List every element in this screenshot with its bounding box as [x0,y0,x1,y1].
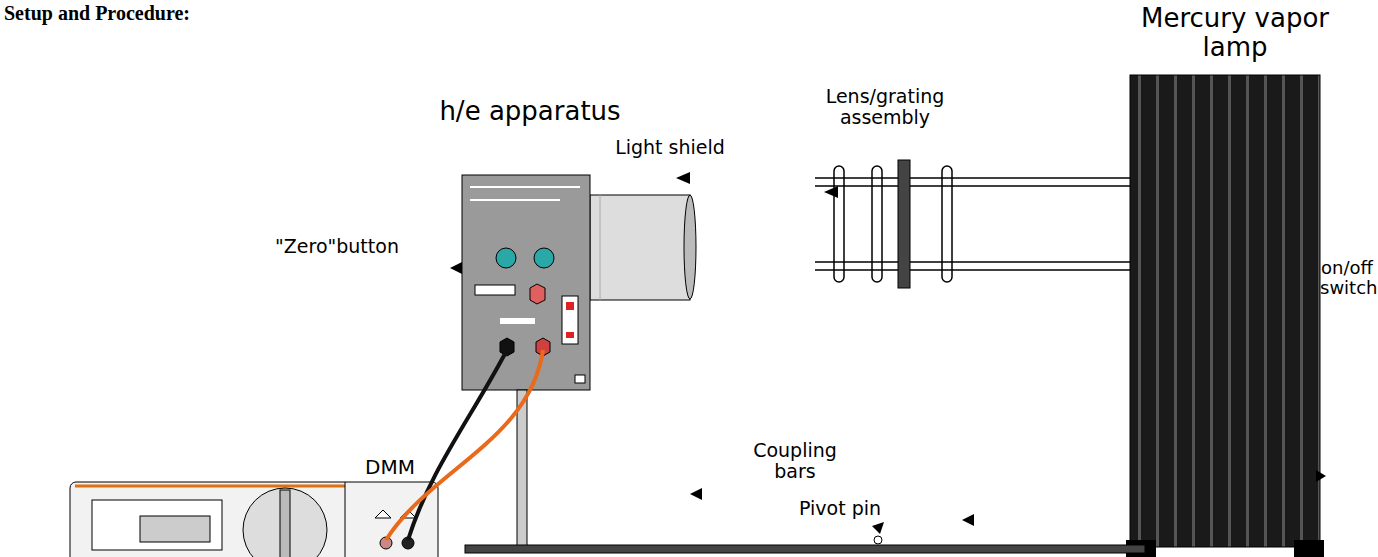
part-label: "Zero"button [262,236,412,257]
part-label: on/off switch [1320,258,1374,298]
apparatus-box [462,175,590,390]
dmm-body [70,482,438,557]
lamp-label: Mercury vapor lamp [1130,4,1340,61]
switch-pointer [1316,470,1326,482]
light-shield [590,195,690,300]
coupling-bars [465,545,1145,553]
page-heading: Setup and Procedure: [4,2,190,25]
apparatus-label: h/e apparatus [430,97,630,126]
black-lead [408,350,507,540]
orange-lead [386,350,543,540]
lamp-housing [1130,75,1320,547]
lens-assembly [815,166,1130,282]
part-label: DMM [355,456,425,478]
part-label: Pivot pin [790,498,890,519]
part-label: Lens/grating assembly [820,86,950,128]
part-label: Light shield [600,137,740,158]
part-label: Coupling bars [745,440,845,482]
